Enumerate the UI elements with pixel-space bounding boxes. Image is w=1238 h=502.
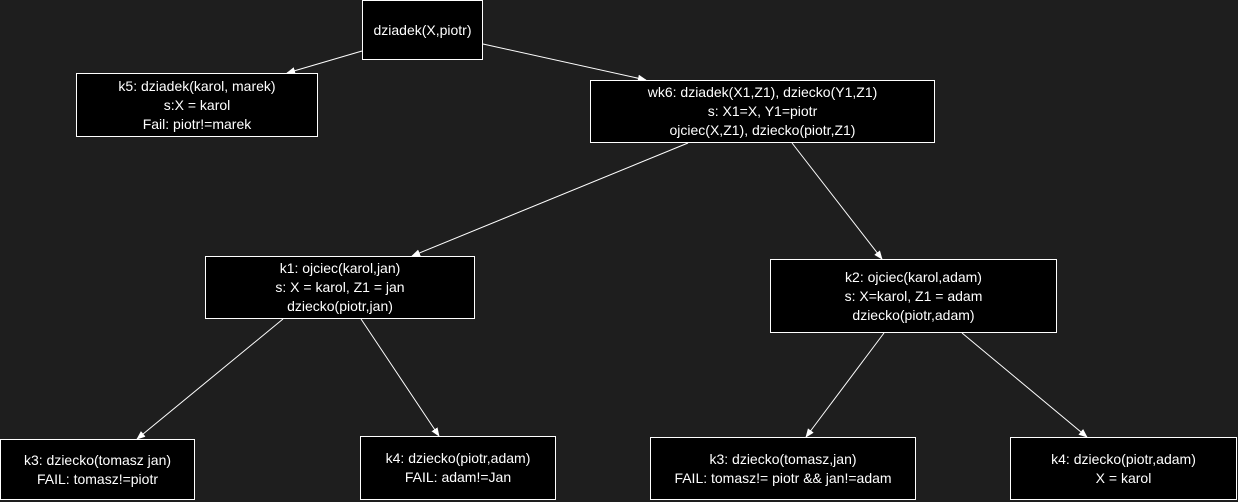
node-k4-left: k4: dziecko(piotr,adam) FAIL: adam!=Jan: [360, 436, 556, 500]
node-k1-line-1: k1: ojciec(karol,jan): [279, 260, 401, 276]
node-k4-left-line-1: k4: dziecko(piotr,adam): [385, 450, 531, 466]
node-k5-line-2: s:X = karol: [163, 96, 231, 113]
node-k2-line-3: dziecko(piotr,adam): [852, 306, 975, 323]
edge-k1-to-k3a: [136, 318, 284, 440]
node-k1-line-2: s: X = karol, Z1 = jan: [275, 279, 405, 295]
edge-wk6-to-k2: [791, 142, 883, 260]
node-k3-left-line-2: FAIL: tomasz!=piotr: [37, 470, 158, 487]
node-k3-left: k3: dziecko(tomasz jan) FAIL: tomasz!=pi…: [0, 439, 195, 500]
node-wk6-line-3: ojciec(X,Z1), dziecko(piotr,Z1): [669, 122, 856, 138]
edge-k2-to-k3b: [805, 332, 885, 438]
node-k5-line-1: k5: dziadek(karol, marek): [118, 77, 276, 94]
node-k1-line-3: dziecko(piotr,jan): [287, 298, 393, 314]
edge-wk6-to-k1: [411, 142, 689, 257]
node-k4-right: k4: dziecko(piotr,adam) X = karol: [1010, 437, 1237, 500]
node-k2-line-2: s: X=karol, Z1 = adam: [844, 287, 983, 304]
node-k3-right-line-1: k3: dziecko(tomasz,jan): [709, 450, 857, 467]
node-k3-right: k3: dziecko(tomasz,jan) FAIL: tomasz!= p…: [650, 437, 916, 500]
edge-k2-to-k4b: [961, 332, 1088, 438]
node-wk6-line-2: s: X1=X, Y1=piotr: [707, 103, 818, 119]
node-k2: k2: ojciec(karol,adam) s: X=karol, Z1 = …: [770, 259, 1057, 333]
edge-root-to-wk6: [482, 43, 647, 82]
node-k3-right-line-2: FAIL: tomasz!= piotr && jan!=adam: [674, 469, 892, 486]
node-k1: k1: ojciec(karol,jan) s: X = karol, Z1 =…: [205, 256, 475, 319]
node-k5-line-3: Fail: piotr!=marek: [142, 115, 252, 132]
edge-k1-to-k4a: [360, 318, 440, 437]
node-wk6: wk6: dziadek(X1,Z1), dziecko(Y1,Z1) s: X…: [590, 80, 935, 143]
node-k5: k5: dziadek(karol, marek) s:X = karol Fa…: [76, 73, 318, 137]
node-k4-left-line-2: FAIL: adam!=Jan: [404, 469, 512, 485]
node-k3-left-line-1: k3: dziecko(tomasz jan): [23, 451, 172, 468]
node-root-goal: dziadek(X,piotr): [362, 0, 483, 60]
edge-root-to-k5: [286, 50, 363, 75]
node-wk6-line-1: wk6: dziadek(X1,Z1), dziecko(Y1,Z1): [647, 84, 878, 100]
node-k2-line-1: k2: ojciec(karol,adam): [845, 268, 982, 285]
node-root-line-1: dziadek(X,piotr): [373, 21, 472, 38]
node-k4-right-line-1: k4: dziecko(piotr,adam): [1051, 450, 1196, 467]
node-k4-right-line-2: X = karol: [1095, 469, 1152, 486]
